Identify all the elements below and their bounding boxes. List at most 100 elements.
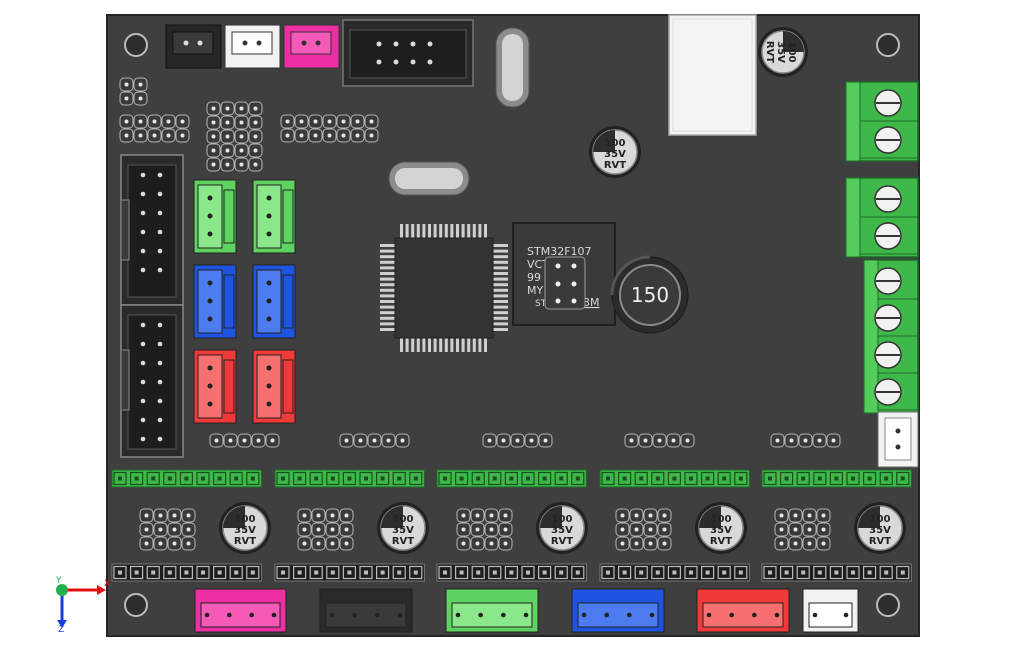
green-pin-strip — [111, 469, 262, 488]
mounting-hole — [124, 593, 148, 617]
crystal-horizontal — [388, 161, 470, 196]
header-2x2 — [119, 77, 148, 106]
inductor: 150 — [610, 255, 689, 334]
capacitor-marking: 100 — [711, 514, 732, 525]
mcu-line-3: 99 — [527, 271, 541, 284]
green-pin-strip — [436, 469, 587, 488]
top-connector-black — [165, 24, 222, 69]
header-4x3 — [774, 508, 831, 551]
side-connector — [252, 349, 296, 424]
side-connector — [252, 179, 296, 254]
capacitor-marking: 35V — [604, 149, 626, 160]
header-1x5 — [770, 433, 841, 448]
green-pin-strip — [274, 469, 425, 488]
header-1x5 — [624, 433, 695, 448]
mcu-marking-chip: STM32F107 VCT6 99 MY ST 3M — [512, 222, 616, 326]
screw-terminal — [863, 259, 919, 414]
axis-z-label: Z — [58, 625, 64, 635]
capacitor-marking: 35V — [869, 525, 891, 536]
mcu-chip — [380, 224, 508, 352]
header-7x2 — [280, 114, 379, 143]
black-pin-strip — [111, 563, 262, 582]
capacitor-marking: 100 — [786, 42, 797, 63]
header-5x2 — [119, 114, 190, 143]
crystal-vertical — [495, 27, 530, 108]
capacitor-marking: 35V — [775, 41, 786, 63]
axis-triad: X Y Z — [55, 576, 110, 635]
top-connector-white — [224, 24, 281, 69]
capacitor-marking: 100 — [552, 514, 573, 525]
mcu-line-1: STM32F107 — [527, 245, 592, 258]
capacitor-marking: RVT — [764, 41, 775, 63]
capacitor-marking: RVT — [869, 536, 891, 547]
side-connector — [193, 349, 237, 424]
capacitor-marking: 100 — [393, 514, 414, 525]
bottom-connector — [571, 588, 665, 633]
bottom-connectors — [194, 588, 859, 633]
left-box-header-upper — [120, 154, 184, 306]
capacitor-marking: 100 — [235, 514, 256, 525]
screw-terminal — [845, 81, 919, 162]
side-connectors — [193, 179, 296, 424]
mcu-line-4: MY — [527, 284, 543, 297]
mounting-holes — [124, 33, 900, 617]
capacitor-marking: RVT — [392, 536, 414, 547]
header-1x5 — [209, 433, 280, 448]
capacitor-marking: 35V — [551, 525, 573, 536]
bottom-connector — [802, 588, 859, 633]
side-connector — [193, 264, 237, 339]
header-4x3 — [615, 508, 672, 551]
capacitors: 10035VRVT10035VRVT10035VRVT10035VRVT1003… — [219, 27, 906, 554]
screw-terminals — [845, 81, 919, 414]
capacitor-marking: 35V — [234, 525, 256, 536]
bottom-connector — [319, 588, 413, 633]
bottom-connector — [696, 588, 790, 633]
bottom-connector — [445, 588, 539, 633]
header-1x5 — [482, 433, 553, 448]
axis-y-label: Y — [55, 576, 62, 586]
pin-headers — [119, 77, 841, 551]
capacitor-marking: RVT — [234, 536, 256, 547]
black-pin-strip — [436, 563, 587, 582]
header-4x5 — [206, 101, 263, 172]
bottom-connector — [194, 588, 287, 633]
black-pin-strips — [111, 563, 912, 582]
side-connector — [193, 179, 237, 254]
screw-terminal — [845, 177, 919, 258]
left-box-header-lower — [120, 304, 184, 458]
capacitor-marking: 35V — [710, 525, 732, 536]
capacitor-marking: 35V — [392, 525, 414, 536]
capacitor-marking: 100 — [870, 514, 891, 525]
black-pin-strip — [274, 563, 425, 582]
mcu-suffix: 3M — [583, 296, 600, 309]
header-1x5 — [339, 433, 410, 448]
green-pin-strip — [599, 469, 750, 488]
capacitor-marking: RVT — [710, 536, 732, 547]
left-box-pins — [140, 172, 163, 442]
mounting-hole — [876, 33, 900, 57]
green-pin-strip — [761, 469, 912, 488]
black-pin-strip — [761, 563, 912, 582]
black-pin-strip — [599, 563, 750, 582]
header-4x3 — [297, 508, 354, 551]
top-connector-magenta — [283, 24, 340, 69]
axis-x-label: X — [104, 579, 110, 589]
mounting-hole — [124, 33, 148, 57]
header-4x3 — [139, 508, 196, 551]
green-pin-strips — [111, 469, 912, 488]
mounting-hole — [876, 593, 900, 617]
inductor-value: 150 — [631, 283, 669, 307]
top-box-header — [342, 19, 474, 87]
capacitor-marking: RVT — [551, 536, 573, 547]
usb-port — [668, 14, 757, 136]
capacitor-marking: RVT — [604, 160, 626, 171]
capacitor-marking: 100 — [605, 138, 626, 149]
mcu-brand: ST — [535, 299, 547, 309]
